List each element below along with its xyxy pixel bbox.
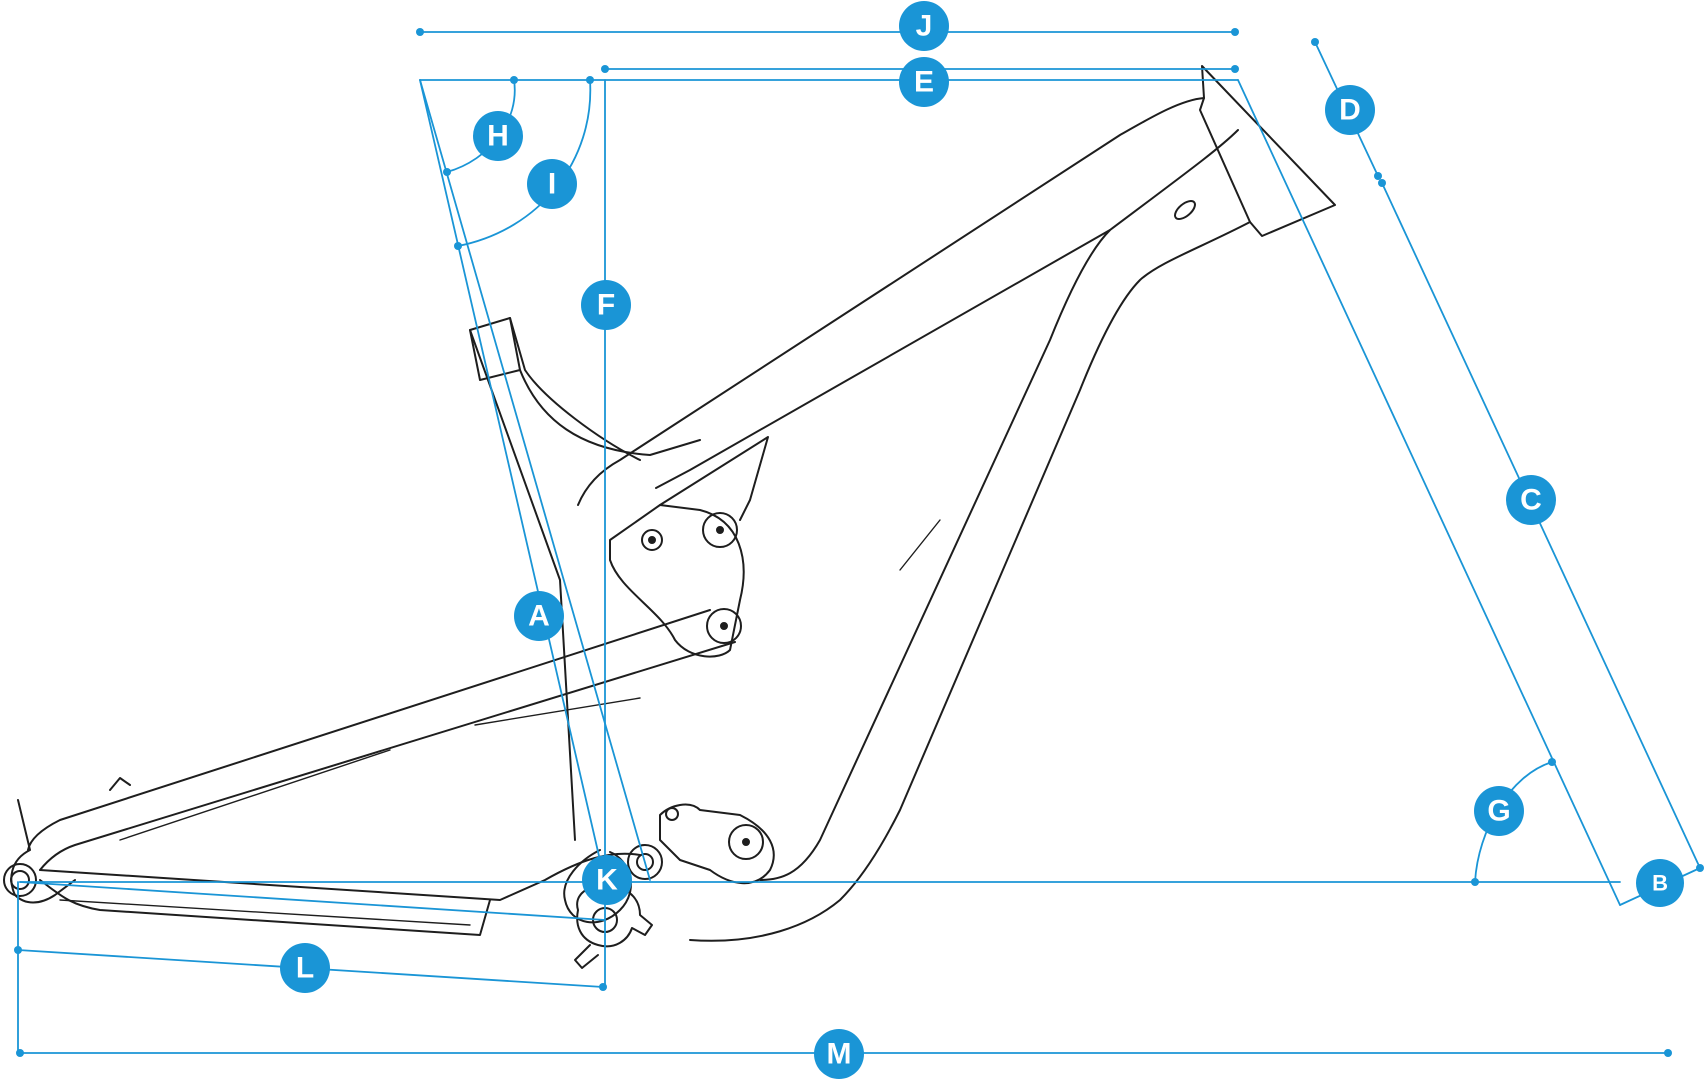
dimension-m-end-dot — [1664, 1049, 1672, 1057]
rocker-pivot-left-bolt — [648, 536, 656, 544]
badge-c: C — [1506, 475, 1556, 525]
badge-m: M — [814, 1029, 864, 1079]
badge-k-label: K — [596, 864, 618, 897]
seat-tube-angle-line — [419, 79, 606, 883]
head-tube-angle-line — [1237, 79, 1621, 906]
rocker-pivot-left — [641, 529, 663, 551]
bb-tab — [574, 944, 599, 969]
rocker-pivot-right — [702, 512, 738, 548]
dimension-e-start-dot — [601, 65, 609, 73]
badge-i: I — [527, 159, 577, 209]
dimension-i-start-dot — [586, 76, 594, 84]
dimension-d-start-dot — [1311, 38, 1319, 46]
rocker-pivot-lower — [706, 608, 742, 644]
dimension-i-arc — [457, 79, 592, 247]
dimension-d-end-dot — [1374, 172, 1382, 180]
down-tube-detail — [899, 519, 941, 571]
badge-f-label: F — [597, 289, 615, 322]
rocker-link — [609, 504, 745, 658]
badge-m-label: M — [827, 1038, 852, 1071]
dimension-g-end-dot — [1471, 878, 1479, 886]
dimension-l-end-dot — [599, 983, 607, 991]
dimension-h-start-dot — [510, 76, 518, 84]
badge-j-label: J — [916, 10, 933, 43]
rear-axle-inner — [10, 870, 30, 890]
badge-b: B — [1636, 859, 1684, 907]
lower-link-pivot-bolt — [742, 838, 750, 846]
seat-stay-detail-2 — [474, 697, 641, 726]
badge-e-label: E — [914, 66, 934, 99]
badge-i-label: I — [548, 168, 556, 201]
dimension-g-start-dot — [1548, 758, 1556, 766]
lower-link-small-pivot — [665, 807, 679, 821]
bb-pivot — [627, 844, 663, 880]
chain-stay-detail — [59, 899, 471, 926]
dimension-i-end-dot — [454, 242, 462, 250]
down-tube-lower-edge — [759, 229, 1111, 881]
dimension-h-end-dot — [443, 168, 451, 176]
badge-e: E — [899, 57, 949, 107]
badge-d: D — [1325, 85, 1375, 135]
top-tube — [577, 97, 1205, 506]
dimension-c-end-dot — [1696, 864, 1704, 872]
badge-k: K — [582, 855, 632, 905]
seat-stay-lower — [39, 641, 736, 871]
dimension-j-start-dot — [416, 28, 424, 36]
dimension-l-start-dot — [14, 946, 22, 954]
badge-j: J — [899, 1, 949, 51]
chain-stay-lower — [39, 879, 491, 936]
dimension-k-line — [19, 881, 606, 921]
badge-g: G — [1474, 786, 1524, 836]
chain-stay-upper — [39, 852, 641, 901]
top-tube-lower-edge — [655, 129, 1239, 489]
seat-angle-actual-line — [419, 79, 651, 881]
dimension-m-start-dot — [16, 1049, 24, 1057]
dimension-e-end-dot — [1231, 65, 1239, 73]
seat-mast-curve — [519, 369, 701, 456]
rocker-link-arm — [659, 436, 769, 521]
badge-d-label: D — [1339, 94, 1361, 127]
dimension-c-line — [1381, 182, 1701, 869]
badge-a: A — [514, 591, 564, 641]
badge-l: L — [280, 943, 330, 993]
rocker-pivot-lower-bolt — [720, 622, 728, 630]
dimension-c-start-dot — [1378, 179, 1386, 187]
rear-dropout — [10, 799, 76, 904]
badge-h-label: H — [487, 120, 509, 153]
cable-port — [1174, 200, 1196, 220]
lower-link-pivot — [728, 824, 764, 860]
badge-l-label: L — [296, 952, 314, 985]
seat-tube-front — [469, 329, 576, 841]
badge-f: F — [581, 280, 631, 330]
rocker-pivot-right-bolt — [716, 526, 724, 534]
badge-b-label: B — [1652, 871, 1668, 896]
badge-c-label: C — [1520, 484, 1542, 517]
dimension-lines — [14, 28, 1704, 1057]
rear-axle-outer — [3, 863, 37, 897]
bb-pivot-inner — [636, 853, 654, 871]
badge-a-label: A — [528, 600, 550, 633]
head-tube — [1199, 65, 1336, 237]
badge-g-label: G — [1487, 795, 1510, 828]
badge-h: H — [473, 111, 523, 161]
seat-stay-detail — [119, 749, 391, 841]
frame-outline — [3, 65, 1336, 969]
down-tube-upper-edge — [689, 221, 1251, 942]
brake-mount — [109, 777, 131, 791]
lower-link — [659, 803, 775, 885]
dimension-j-end-dot — [1231, 28, 1239, 36]
